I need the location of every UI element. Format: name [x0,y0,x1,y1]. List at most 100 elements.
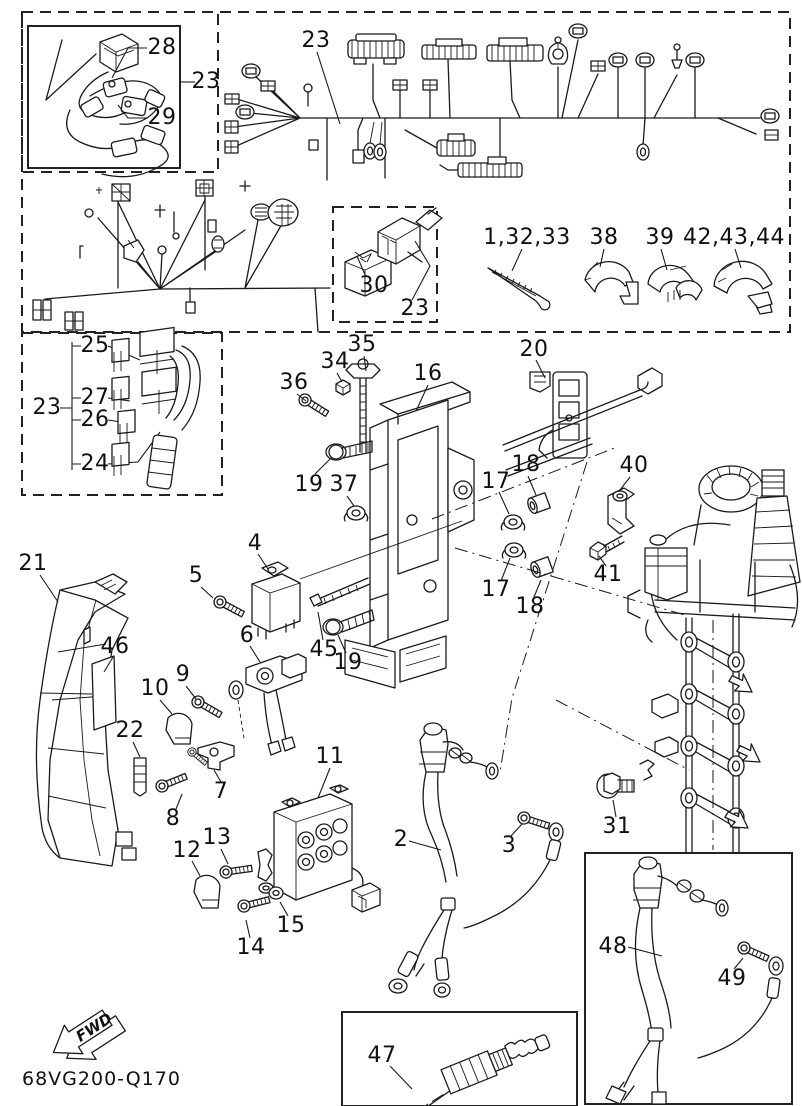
comb-connector-2 [421,38,477,119]
bolt-14 [236,893,272,914]
engine-block [627,465,801,853]
relay-30-dashed-box [332,206,438,323]
lower-harness-branches [32,179,331,333]
stud-35 [345,358,381,453]
part-callout-46: 46 [100,634,130,659]
engine-ladder-links [680,631,745,829]
leader-lines [39,47,744,1090]
part-callout-5: 5 [188,563,204,588]
part-callout-48: 48 [598,934,628,959]
relay-30-and-connector [344,207,443,297]
part-callout-45: 45 [309,637,339,662]
part-callout-36: 36 [279,370,309,395]
part-callout-16: 16 [413,361,443,386]
part-callout-27: 27 [80,385,110,410]
battery-cable-48 [605,856,729,1105]
part-callout-42-43-44: 42,43,44 [683,225,785,250]
part-callout-15: 15 [276,913,306,938]
part-callout-18-upper: 18 [511,452,541,477]
grommet-17-upper [500,514,526,531]
diagram-code: 68VG200-Q170 [22,1068,181,1090]
part-callout-23-harness: 23 [301,28,331,53]
part-callout-17-lower: 17 [481,577,511,602]
part-callout-11: 11 [315,744,345,769]
harness-28-29-dashed-box [21,11,219,173]
sub-harness-28-29 [45,33,169,178]
part-callout-49: 49 [717,966,747,991]
clamp-39 [647,264,703,302]
part-callout-39: 39 [645,225,675,250]
bolt-19-upper [325,440,373,461]
cap-10 [165,712,193,745]
ecu-connector [347,33,405,119]
part-callout-7: 7 [213,779,229,804]
part-callout-31: 31 [602,814,632,839]
part-callout-19-lower: 19 [333,650,363,675]
part-callout-47: 47 [367,1043,397,1068]
part-callout-23-box-a: 23 [191,69,221,94]
part-callout-3: 3 [501,833,517,858]
part-callout-37: 37 [329,472,359,497]
part-callout-10: 10 [140,676,170,701]
part-callout-22: 22 [115,718,145,743]
grommet-17-lower [501,542,527,559]
apron-panel-21 [35,573,137,867]
bolt-19-lower [322,609,375,636]
part-callout-6: 6 [239,623,255,648]
part-callout-21: 21 [18,551,48,576]
harness-28-29-solid-box [27,25,181,169]
assembly-20 [502,367,663,477]
part-callout-17-upper: 17 [481,469,511,494]
fork-terminal [257,848,274,894]
screw-36 [296,391,331,420]
part-callout-34: 34 [320,349,350,374]
screw-8 [153,770,190,795]
part-callout-38: 38 [589,225,619,250]
comb-connector-3 [486,37,544,119]
part-callout-23-probe: 23 [400,296,430,321]
plate-46 [39,655,117,731]
part-callout-13: 13 [202,825,232,850]
part-callout-8: 8 [165,806,181,831]
plug-31 [596,759,655,799]
screw-5 [211,593,247,621]
washer-pin-9 [228,680,245,739]
part-callout-28: 28 [147,35,177,60]
part-callout-40: 40 [619,453,649,478]
part-callout-4: 4 [247,531,263,556]
bracket-40 [607,487,635,535]
spark-plug-47 [368,1034,551,1106]
part-callout-14: 14 [236,935,266,960]
fuse-group-dashed-box [21,332,223,496]
part-callout-20: 20 [519,337,549,362]
part-callout-26: 26 [80,407,110,432]
part-callout-2: 2 [393,827,409,852]
part-callout-12: 12 [172,838,202,863]
grommet-37 [343,505,369,522]
fuse-connector-block [60,326,201,490]
part-callout-29: 29 [147,105,177,130]
clamp-38 [584,261,639,305]
part-callout-9: 9 [175,662,191,687]
part-callout-35: 35 [347,332,377,357]
clamp-42-43-44 [713,260,773,315]
main-wire-harness-23 [224,23,780,181]
bracket-7 [185,741,235,771]
bolt-41 [589,535,625,561]
part-callout-41: 41 [593,562,623,587]
fwd-arrow: FWD [52,1009,126,1061]
part-callout-24: 24 [80,451,110,476]
top-group-dashed-box [21,11,791,333]
part-callout-19-upper: 19 [294,472,324,497]
screw-3-and-lead [463,809,564,929]
rectifier-11 [273,784,381,913]
screw-49-and-lead [697,939,784,1059]
collar-18-lower [528,556,554,580]
clip-22 [133,757,147,797]
rod-45 [309,577,371,607]
bullet-connectors [547,23,780,161]
collar-18-upper [525,492,551,516]
part-callout-23-fusebox: 23 [32,395,62,420]
